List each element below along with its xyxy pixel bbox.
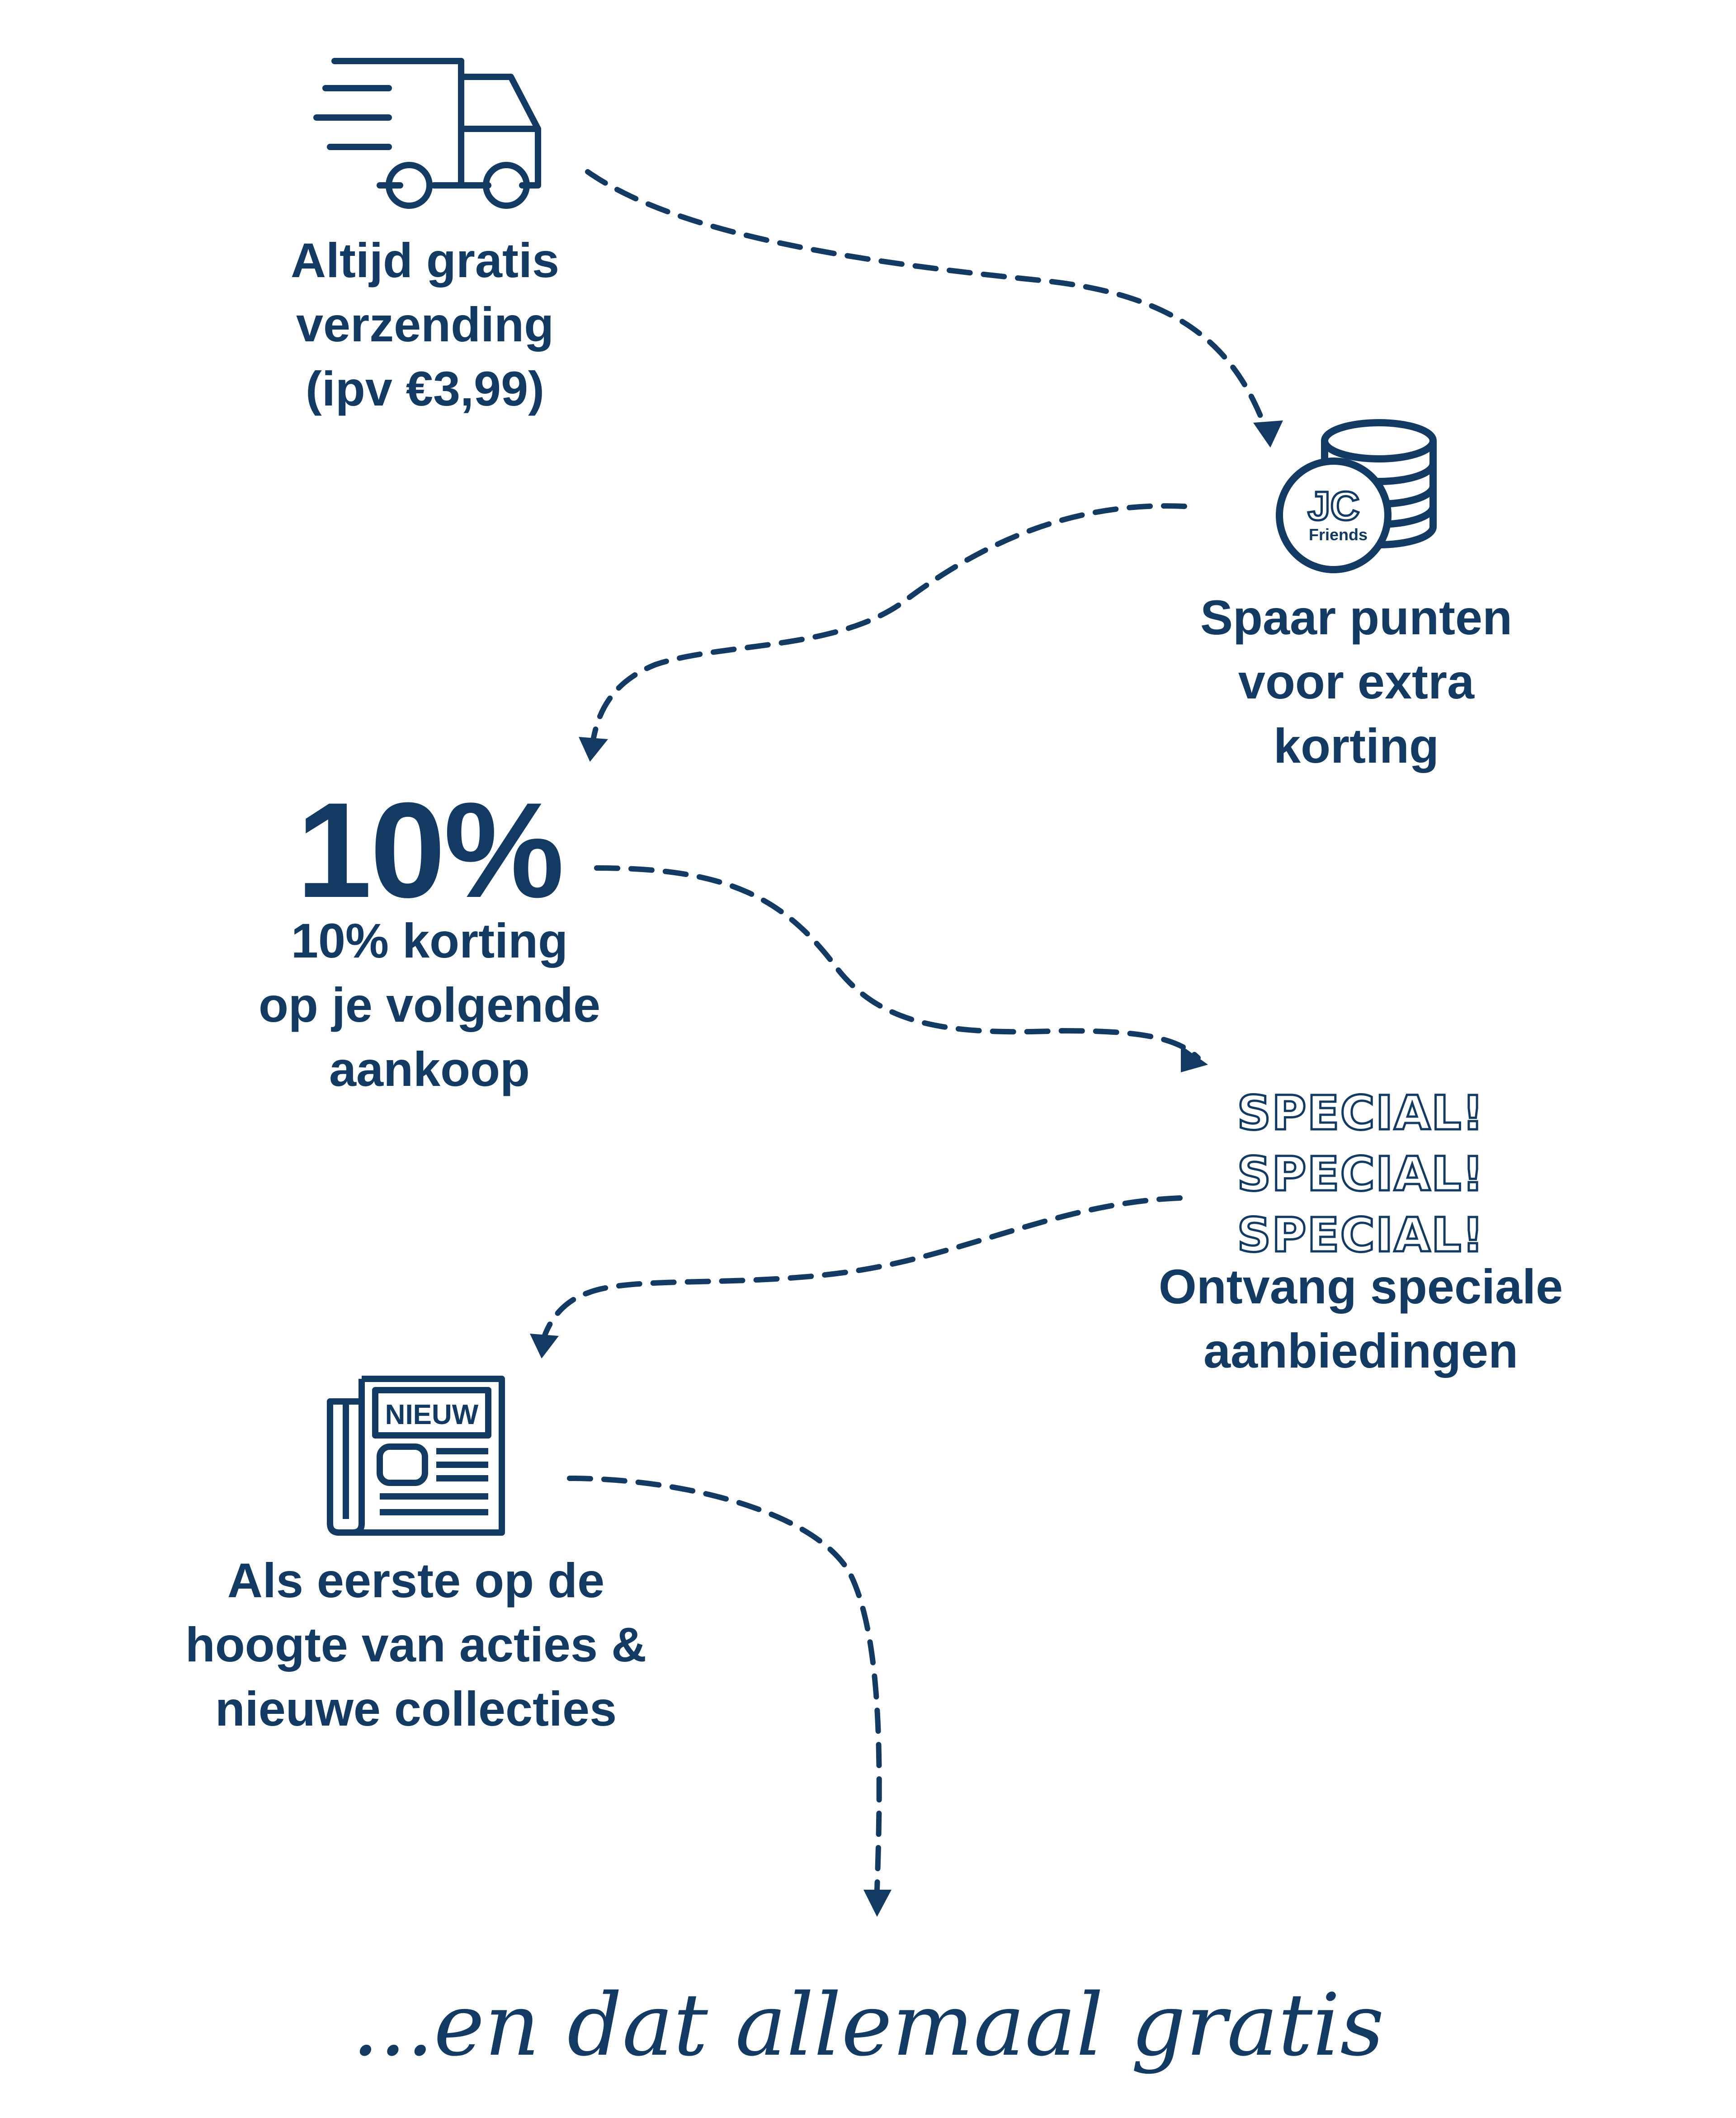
special-word: SPECIAL! — [1236, 1146, 1485, 1203]
benefit-line: aanbiedingen — [1203, 1323, 1519, 1378]
benefit-line: voor extra — [1238, 654, 1475, 709]
coin-badge-friends: Friends — [1309, 525, 1368, 544]
benefit-line: nieuwe collecties — [215, 1681, 617, 1736]
newspaper-icon: NIEUW — [327, 1376, 505, 1536]
benefit-line: verzending — [296, 297, 554, 352]
special-word: SPECIAL! — [1236, 1085, 1485, 1142]
special-offers-graphic: SPECIAL! SPECIAL! SPECIAL! — [1135, 1083, 1587, 1266]
arrowhead-4 — [530, 1334, 559, 1359]
arrowhead-1 — [1253, 420, 1283, 448]
benefit-line: Ontvang speciale — [1158, 1259, 1563, 1314]
benefit-free-shipping-text: Altijd gratis verzending (ipv €3,99) — [199, 228, 651, 421]
arrowhead-3 — [1181, 1045, 1208, 1072]
arrowhead-5 — [863, 1890, 892, 1917]
benefit-line: (ipv €3,99) — [305, 361, 545, 416]
benefit-line: Spaar punten — [1200, 590, 1513, 645]
benefit-line: Als eerste op de — [227, 1553, 605, 1608]
newspaper-badge-text: NIEUW — [385, 1399, 479, 1430]
coin-badge-jc: JC — [1307, 484, 1359, 529]
benefit-loyalty-points-text: Spaar punten voor extra korting — [1130, 585, 1582, 778]
benefit-line: hoogte van acties & — [185, 1617, 647, 1672]
coin-stack-icon: JC Friends — [1276, 419, 1437, 573]
delivery-truck-icon — [313, 58, 541, 209]
benefit-line: 10% korting — [291, 913, 568, 968]
benefit-special-offers-text: Ontvang speciale aanbiedingen — [1090, 1255, 1632, 1383]
benefit-line: op je volgende — [258, 977, 601, 1032]
arrow-path-3 — [594, 865, 1201, 1061]
tagline: ...en dat allemaal gratis — [352, 1975, 1384, 2075]
arrow-path-1 — [585, 169, 1269, 432]
benefit-line: Altijd gratis — [290, 233, 560, 288]
discount-percentage: 10% — [296, 774, 564, 926]
benefit-line: korting — [1274, 718, 1439, 773]
benefit-line: aankoop — [329, 1042, 530, 1096]
arrow-path-4 — [540, 1195, 1183, 1345]
arrow-path-2 — [590, 503, 1187, 749]
special-word: SPECIAL! — [1236, 1207, 1485, 1264]
benefit-newsletter-text: Als eerste op de hoogte van acties & nie… — [145, 1548, 687, 1741]
arrowhead-2 — [579, 737, 608, 762]
arrow-path-5 — [567, 1476, 882, 1892]
benefit-discount-text: 10% korting op je volgende aankoop — [203, 909, 656, 1101]
